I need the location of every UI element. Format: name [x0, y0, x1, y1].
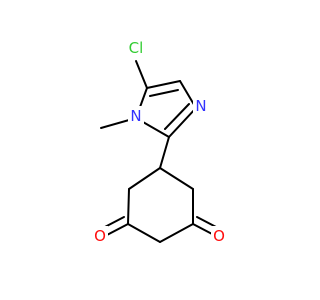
atom-label-o2: O — [213, 227, 225, 245]
bond-c5-c4-double — [149, 89, 179, 97]
structure-diagram: Cl N N O O — [92, 38, 227, 246]
bond-ring-5 — [127, 223, 161, 243]
bond-ring-6 — [159, 223, 194, 243]
bond-c5-cl — [135, 60, 148, 89]
bond-co-left — [104, 223, 129, 237]
atom-nitrogen-1: N — [128, 106, 144, 126]
bond-n3-c2-double — [164, 103, 190, 130]
atom-oxygen-left: O — [92, 226, 108, 246]
bond-ring-1 — [128, 167, 161, 190]
bond-ring-3 — [127, 188, 130, 225]
bond-c2-cyclohexane — [159, 136, 170, 169]
atom-label-o1: O — [94, 227, 106, 245]
atom-oxygen-right: O — [211, 226, 227, 246]
atom-chlorine: Cl — [124, 38, 149, 58]
molecule-drawing: Cl N N O O — [92, 38, 227, 246]
atom-label-cl: Cl — [129, 39, 144, 57]
atom-nitrogen-3: N — [193, 96, 209, 116]
bond-co-right — [192, 223, 215, 236]
atom-label-n1: N — [130, 107, 141, 125]
bonds — [100, 60, 219, 243]
atom-labels: Cl N N O O — [92, 38, 227, 246]
bond-ring-2 — [159, 167, 194, 190]
bond-n3-c2 — [168, 107, 197, 138]
atom-label-n3: N — [195, 97, 206, 115]
bond-c5-c4 — [146, 80, 181, 89]
